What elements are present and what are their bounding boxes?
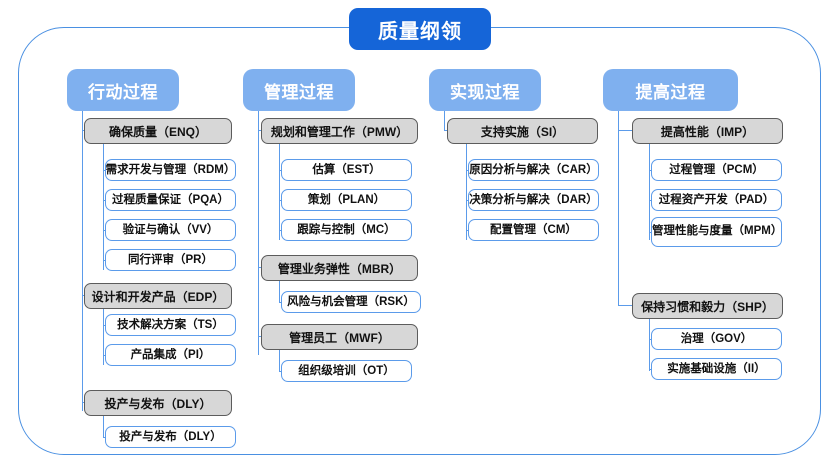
item-box-ts[interactable]: 技术解决方案（TS） [105, 314, 236, 336]
trunk-line-improve [618, 111, 620, 306]
item-box-gov[interactable]: 治理（GOV） [651, 328, 782, 350]
group-box-enq[interactable]: 确保质量（ENQ） [84, 118, 232, 144]
item-box-ii[interactable]: 实施基础设施（II） [651, 358, 782, 380]
item-box-vv[interactable]: 验证与确认（VV） [105, 219, 236, 241]
group-box-mbr[interactable]: 管理业务弹性（MBR） [261, 255, 418, 281]
item-box-pcm[interactable]: 过程管理（PCM） [651, 159, 782, 181]
item-box-est[interactable]: 估算（EST） [281, 159, 412, 181]
group-box-shp[interactable]: 保持习惯和毅力（SHP） [632, 293, 783, 319]
item-box-dly[interactable]: 投产与发布（DLY） [105, 426, 236, 448]
connector-improve-g2 [618, 305, 632, 307]
item-box-pi[interactable]: 产品集成（PI） [105, 344, 236, 366]
item-box-dar[interactable]: 决策分析与解决（DAR） [468, 189, 599, 211]
item-box-car[interactable]: 原因分析与解决（CAR） [468, 159, 599, 181]
trunk-line-action [82, 111, 84, 411]
column-header-realize[interactable]: 实现过程 [429, 69, 541, 111]
item-box-pad[interactable]: 过程资产开发（PAD） [651, 189, 782, 211]
subtrunk-action-g2 [103, 309, 105, 365]
group-box-edp[interactable]: 设计和开发产品（EDP） [84, 283, 232, 309]
subtrunk-manage-g2 [279, 281, 281, 303]
column-header-action[interactable]: 行动过程 [67, 69, 179, 111]
subtrunk-manage-g3 [279, 350, 281, 372]
subtrunk-manage-g1 [279, 144, 281, 240]
subtrunk-action-g3 [103, 416, 105, 438]
group-box-pmw[interactable]: 规划和管理工作（PMW） [261, 118, 418, 144]
item-box-ot[interactable]: 组织级培训（OT） [281, 360, 412, 382]
item-box-pr[interactable]: 同行评审（PR） [105, 249, 236, 271]
group-box-dly[interactable]: 投产与发布（DLY） [84, 390, 232, 416]
subtrunk-improve-g2 [649, 319, 651, 371]
item-box-rdm[interactable]: 需求开发与管理（RDM） [105, 159, 236, 181]
item-box-mpm[interactable]: 管理性能与度量（MPM） [651, 217, 782, 247]
subtrunk-action-g1 [103, 144, 105, 270]
group-box-imp[interactable]: 提高性能（IMP） [632, 118, 783, 144]
diagram-title: 质量纲领 [349, 8, 491, 50]
column-header-improve[interactable]: 提高过程 [603, 69, 738, 111]
connector-improve-g1 [618, 130, 632, 132]
group-box-mwf[interactable]: 管理员工（MWF） [261, 324, 418, 350]
item-box-cm[interactable]: 配置管理（CM） [468, 219, 599, 241]
group-box-si[interactable]: 支持实施（SI） [447, 118, 598, 144]
subtrunk-realize-g1 [466, 144, 468, 240]
item-box-rsk[interactable]: 风险与机会管理（RSK） [281, 291, 421, 313]
trunk-line-realize [444, 111, 446, 131]
subtrunk-improve-g1 [649, 144, 651, 240]
item-box-mc[interactable]: 跟踪与控制（MC） [281, 219, 412, 241]
item-box-plan[interactable]: 策划（PLAN） [281, 189, 412, 211]
column-header-manage[interactable]: 管理过程 [243, 69, 355, 111]
trunk-line-manage [258, 111, 260, 355]
item-box-pqa[interactable]: 过程质量保证（PQA） [105, 189, 236, 211]
